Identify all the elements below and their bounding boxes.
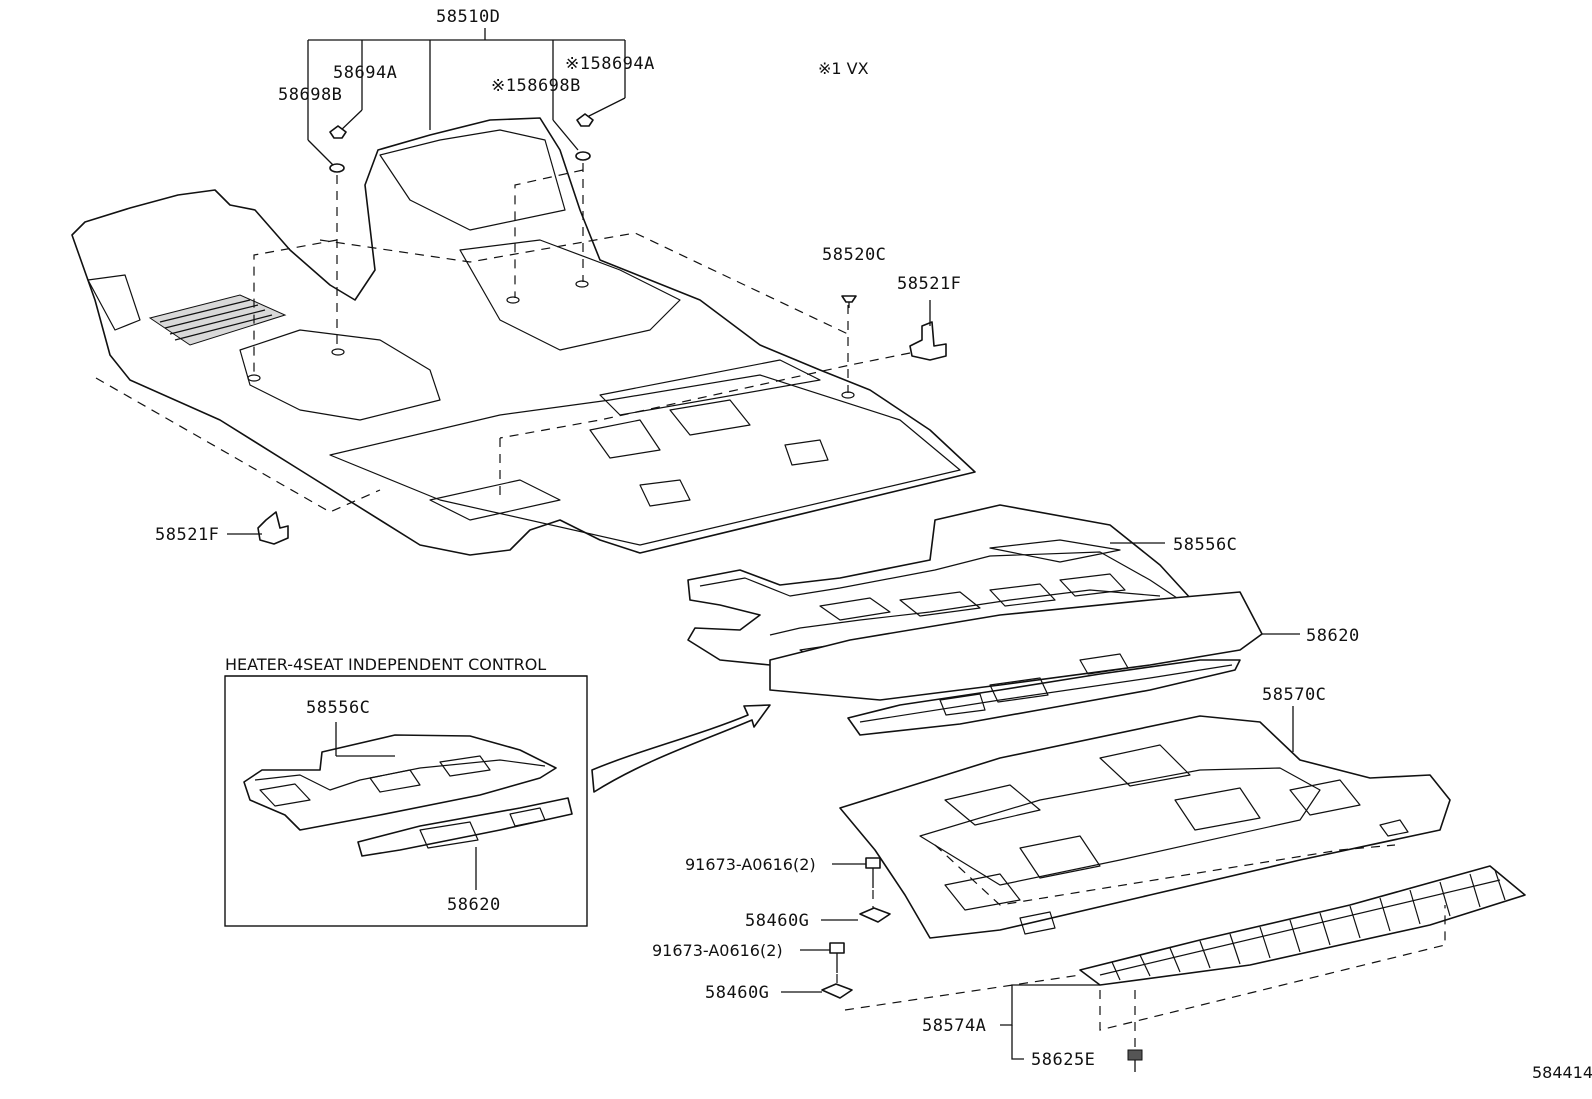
label-58520c: 58520C bbox=[822, 245, 886, 265]
clip-58698b-left bbox=[329, 163, 345, 173]
label-bolt-lower: 91673-A0616(2) bbox=[652, 941, 783, 960]
leader-58574a bbox=[1000, 984, 1100, 1026]
scuff-plate bbox=[1079, 865, 1526, 986]
rear-floor-carpet bbox=[839, 715, 1451, 939]
label-58570c: 58570C bbox=[1262, 685, 1326, 705]
bolt-lower bbox=[829, 942, 845, 973]
label-58574a: 58574A bbox=[922, 1016, 986, 1036]
heater-pad bbox=[769, 591, 1263, 736]
label-58694a-left: 58694A bbox=[333, 63, 397, 83]
label-58698b-right: ※158698B bbox=[491, 76, 581, 96]
label-58620: 58620 bbox=[1306, 626, 1360, 646]
label-58625e: 58625E bbox=[1031, 1050, 1095, 1070]
bolt-upper bbox=[865, 857, 881, 888]
assembly-dashed-lines bbox=[95, 163, 911, 513]
front-floor-carpet bbox=[71, 117, 976, 556]
label-nut-upper: 58460G bbox=[745, 911, 809, 931]
label-inset-58620: 58620 bbox=[447, 895, 501, 915]
hook-58521f-left bbox=[257, 511, 289, 545]
scuff-dashed-lines bbox=[844, 844, 1446, 1050]
label-58521f-left: 58521F bbox=[155, 525, 219, 545]
label-bolt-upper: 91673-A0616(2) bbox=[685, 855, 816, 874]
label-58694a-right: ※158694A bbox=[565, 54, 655, 74]
label-58698b-left: 58698B bbox=[278, 85, 342, 105]
clip-58698b-right bbox=[575, 151, 591, 161]
clip-58694a-left bbox=[329, 125, 347, 139]
label-58556c: 58556C bbox=[1173, 535, 1237, 555]
clip-58520c bbox=[841, 295, 857, 308]
leader-58625e bbox=[1011, 1025, 1024, 1060]
note-vx: ※1 VX bbox=[818, 59, 869, 78]
label-inset-58556c: 58556C bbox=[306, 698, 370, 718]
diagram-id: 584414 bbox=[1532, 1063, 1592, 1082]
nut-upper bbox=[859, 907, 891, 923]
label-nut-lower: 58460G bbox=[705, 983, 769, 1003]
inset-arrow bbox=[591, 704, 771, 793]
screw-58625e bbox=[1127, 1049, 1143, 1072]
label-58521f-right: 58521F bbox=[897, 274, 961, 294]
inset-title: HEATER-4SEAT INDEPENDENT CONTROL bbox=[225, 655, 546, 674]
inset-box bbox=[224, 675, 588, 927]
clip-58694a-right bbox=[576, 113, 594, 127]
hook-58521f-right bbox=[909, 300, 947, 361]
nut-lower bbox=[821, 983, 853, 999]
label-58510d: 58510D bbox=[436, 7, 500, 27]
